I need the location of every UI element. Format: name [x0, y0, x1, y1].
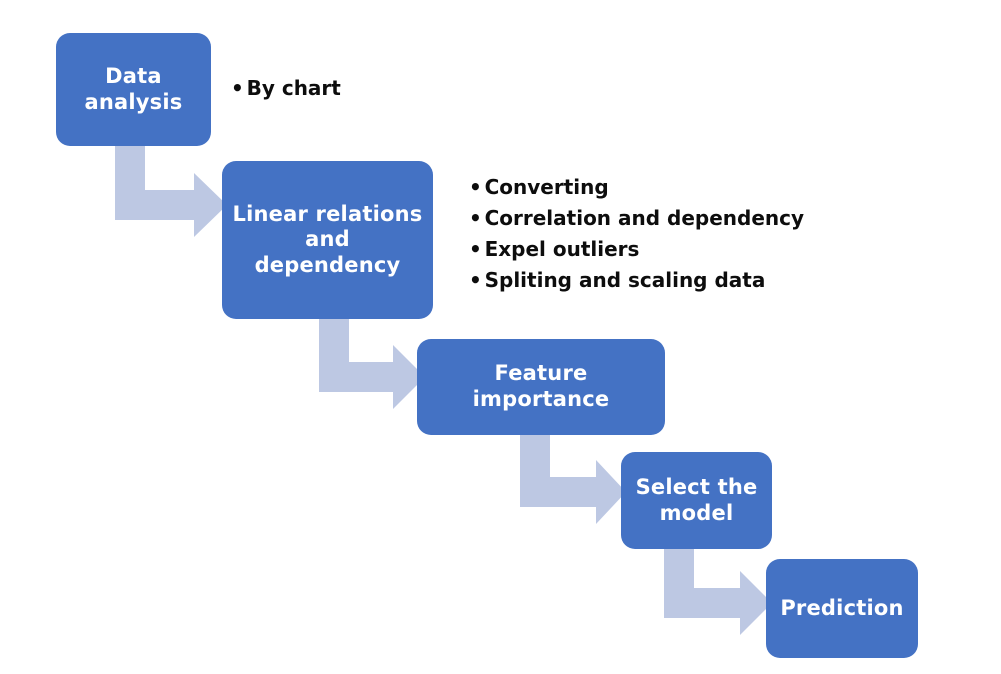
annotation-linear-relations-notes: Converting Correlation and dependency Ex…	[469, 172, 804, 296]
arrow-data-analysis-to-linear-relations	[112, 143, 230, 251]
node-feature-importance[interactable]: Feature importance	[417, 339, 665, 435]
node-select-the-model-label: Select the model	[635, 474, 758, 525]
annotation-data-analysis-notes: By chart	[231, 73, 341, 104]
bullet-item: Converting	[469, 172, 804, 203]
node-select-the-model[interactable]: Select the model	[621, 452, 772, 549]
bullet-item: Expel outliers	[469, 234, 804, 265]
arrow-linear-relations-to-feature-importance	[317, 316, 427, 422]
node-linear-relations[interactable]: Linear relations and dependency	[222, 161, 433, 319]
arrow-select-the-model-to-prediction	[662, 545, 774, 645]
node-prediction-label: Prediction	[780, 595, 904, 620]
arrow-feature-importance-to-select-the-model	[518, 432, 628, 536]
bullet-item: Spliting and scaling data	[469, 265, 804, 296]
node-linear-relations-label: Linear relations and dependency	[232, 201, 423, 277]
node-data-analysis[interactable]: Data analysis	[56, 33, 211, 146]
node-feature-importance-label: Feature importance	[472, 361, 610, 411]
node-data-analysis-label: Data analysis	[84, 63, 183, 114]
bullet-item: By chart	[231, 73, 341, 104]
node-prediction[interactable]: Prediction	[766, 559, 918, 658]
bullet-item: Correlation and dependency	[469, 203, 804, 234]
